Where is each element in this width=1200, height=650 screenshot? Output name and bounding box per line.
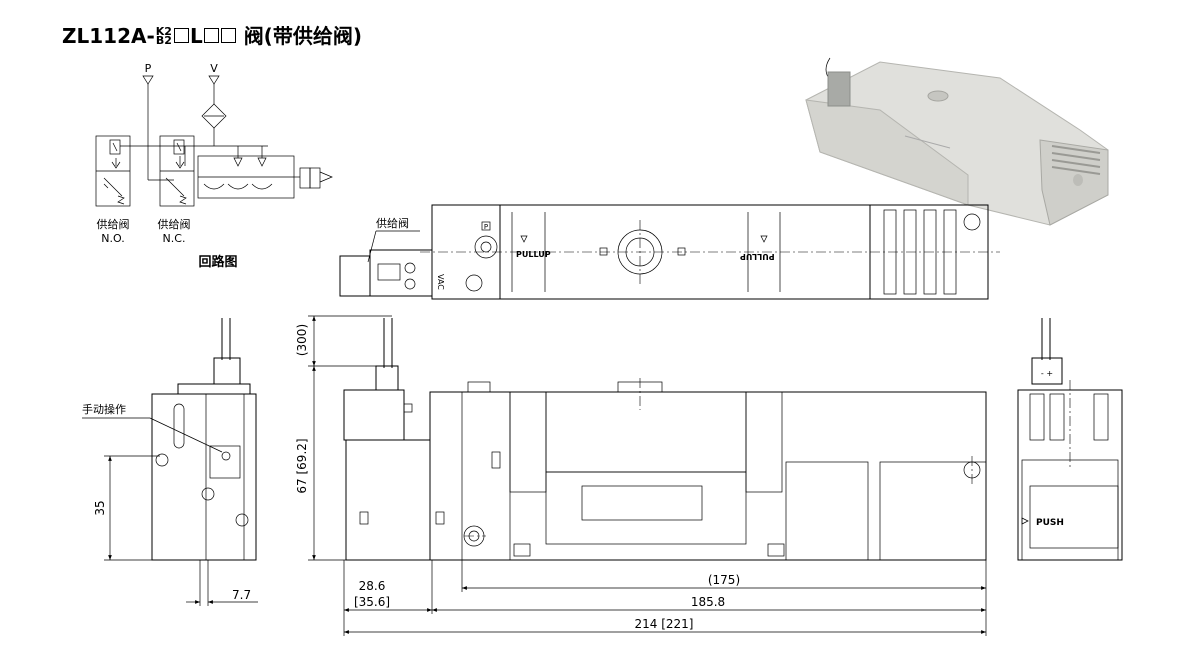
top-pullup-right: PULLUP (740, 252, 775, 261)
port-p-label: P (145, 62, 152, 75)
front-dim-end-a: 28.6 (359, 579, 386, 593)
port-v-symbol (208, 75, 220, 85)
valve-no-type: N.O. (101, 232, 124, 245)
front-connector (375, 365, 399, 391)
left-manual-override (209, 445, 241, 479)
left-callout-label: 手动操作 (82, 402, 126, 416)
front-supply-valve (343, 389, 405, 441)
front-dim-total: 214 [221] (635, 617, 694, 631)
front-body-outline (429, 391, 987, 561)
valve-no-name: 供给阀 (97, 217, 130, 231)
left-view: 手动操作 35 7.7 (82, 318, 258, 606)
title-blank-box (220, 28, 236, 43)
ejector-symbol (197, 146, 333, 199)
valve-nc-name: 供给阀 (158, 217, 191, 231)
left-connector (213, 357, 241, 385)
front-dim-175: (175) (708, 573, 740, 587)
supply-valve-no-symbol (95, 135, 131, 207)
front-dim-end-b: [35.6] (354, 595, 390, 609)
title-model: ZL112A- (62, 24, 155, 48)
right-body-outline (1017, 389, 1123, 561)
supply-valve-nc-symbol (159, 135, 195, 207)
right-polarity: - + (1041, 369, 1053, 378)
right-push-button (1029, 485, 1119, 549)
left-dim-offset: 7.7 (232, 588, 251, 602)
top-view: 供给阀 VAC P PULLUP PULLUP (339, 204, 1000, 300)
front-label-plate (581, 485, 703, 521)
title-subscript: B2 (155, 33, 172, 47)
top-p-mark: P (484, 223, 488, 231)
top-pullup-left: PULLUP (516, 250, 551, 259)
right-view: - + PUSH (1017, 318, 1123, 561)
title-blank-box (173, 28, 189, 43)
port-v-label: V (210, 62, 218, 75)
right-connector (1031, 357, 1063, 385)
front-top-chamber (545, 391, 747, 473)
top-supply-valve-block (369, 249, 433, 297)
top-callout-label: 供给阀 (376, 216, 409, 230)
circuit-caption: 回路图 (198, 254, 237, 270)
title-superscript: K2 (155, 24, 172, 38)
top-manual-override (474, 235, 498, 259)
circuit-diagram: P V (95, 62, 333, 270)
front-view: (300) 67 [69.2] 28.6 [35.6] (175) 185.8 … (295, 315, 987, 636)
left-dim-height: 35 (93, 500, 107, 515)
title-blank-box (203, 28, 219, 43)
front-dim-185: 185.8 (691, 595, 725, 609)
title-box-letter: L (189, 24, 203, 48)
front-dim-cable: (300) (295, 324, 309, 356)
front-dim-height: 67 [69.2] (295, 438, 309, 493)
valve-nc-type: N.C. (163, 232, 186, 245)
front-exhaust-block (879, 461, 987, 561)
left-body-outline (151, 393, 257, 561)
top-connector-plug (339, 255, 371, 297)
right-push-label: PUSH (1036, 518, 1064, 528)
top-vac-label: VAC (436, 274, 445, 290)
title-suffix: 阀(带供给阀) (243, 24, 362, 48)
port-p-symbol (142, 75, 154, 85)
product-photo (805, 57, 1109, 226)
